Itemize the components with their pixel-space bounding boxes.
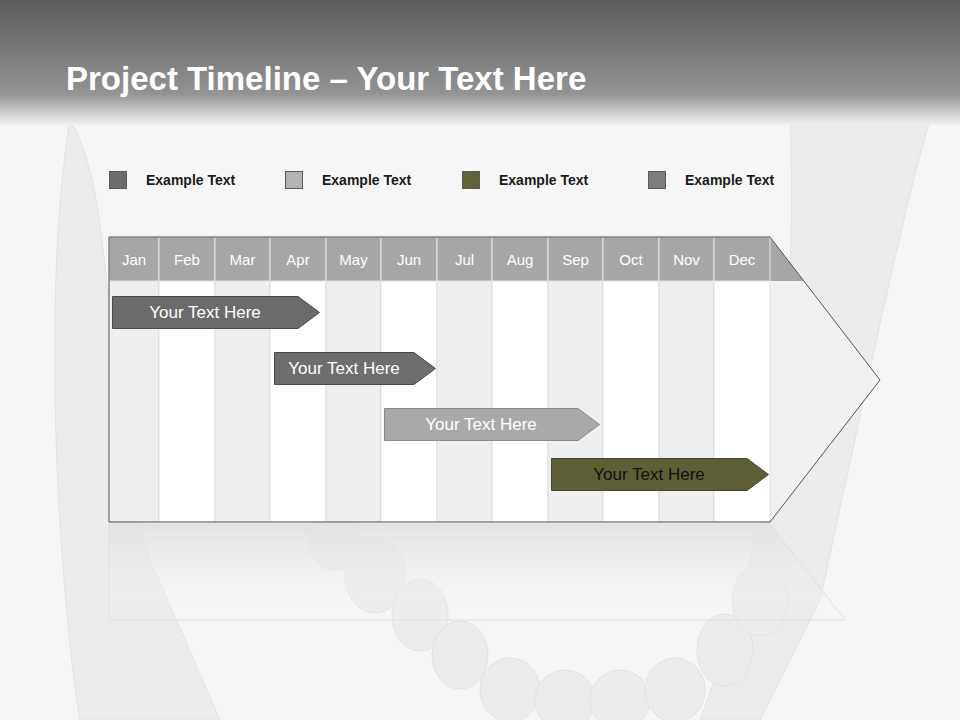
legend-swatch xyxy=(109,171,127,189)
month-header-cell xyxy=(270,237,326,281)
legend-text: Example Text xyxy=(499,172,588,188)
legend-text: Example Text xyxy=(146,172,235,188)
month-header-cell xyxy=(437,237,492,281)
timeline-grid xyxy=(109,237,880,522)
month-header-cell xyxy=(714,237,770,281)
month-header-cell xyxy=(548,237,603,281)
bar-text: Your Text Here xyxy=(390,408,572,441)
timeline-bar: Your Text Here xyxy=(274,352,436,385)
month-label: Jul xyxy=(437,237,492,281)
bar-polygon xyxy=(385,409,600,441)
month-column xyxy=(381,281,437,522)
reflection xyxy=(109,524,845,620)
legend-item: Example Text xyxy=(285,170,411,190)
bar-text: Your Text Here xyxy=(280,352,408,385)
month-header-cell xyxy=(109,237,159,281)
arrow-head-fill xyxy=(770,237,880,522)
month-label: Nov xyxy=(659,237,714,281)
month-label: Dec xyxy=(714,237,770,281)
month-label: Aug xyxy=(492,237,548,281)
month-column xyxy=(492,281,548,522)
month-header-cell xyxy=(215,237,270,281)
month-header-cell xyxy=(159,237,215,281)
month-label: Apr xyxy=(270,237,326,281)
legend-swatch xyxy=(648,171,666,189)
month-header-cell xyxy=(326,237,381,281)
month-column xyxy=(326,281,381,522)
legend-item: Example Text xyxy=(462,170,588,190)
bar-polygon xyxy=(113,297,320,329)
month-label: Oct xyxy=(603,237,659,281)
timeline-bar: Your Text Here xyxy=(384,408,600,441)
month-label: Feb xyxy=(159,237,215,281)
month-label: May xyxy=(326,237,381,281)
month-header-cell xyxy=(659,237,714,281)
month-column xyxy=(437,281,492,522)
month-label: Jan xyxy=(109,237,159,281)
legend-swatch xyxy=(462,171,480,189)
jaw-illustration xyxy=(55,120,930,720)
header-bar xyxy=(0,0,960,125)
bar-polygon xyxy=(275,353,436,385)
legend-text: Example Text xyxy=(685,172,774,188)
slide-title: Project Timeline – Your Text Here xyxy=(66,60,586,98)
bar-text: Your Text Here xyxy=(118,296,292,329)
legend-item: Example Text xyxy=(109,170,235,190)
month-label: Jun xyxy=(381,237,437,281)
timeline-bar: Your Text Here xyxy=(112,296,320,329)
legend-item: Example Text xyxy=(648,170,774,190)
month-header-cell xyxy=(381,237,437,281)
bar-text: Your Text Here xyxy=(557,458,741,491)
month-header-cell xyxy=(492,237,548,281)
bar-polygon xyxy=(552,459,769,491)
month-header-cell xyxy=(603,237,659,281)
legend-text: Example Text xyxy=(322,172,411,188)
month-label: Mar xyxy=(215,237,270,281)
timeline-bar: Your Text Here xyxy=(551,458,769,491)
month-label: Sep xyxy=(548,237,603,281)
legend-swatch xyxy=(285,171,303,189)
timeline-arrow-outline xyxy=(109,237,880,522)
